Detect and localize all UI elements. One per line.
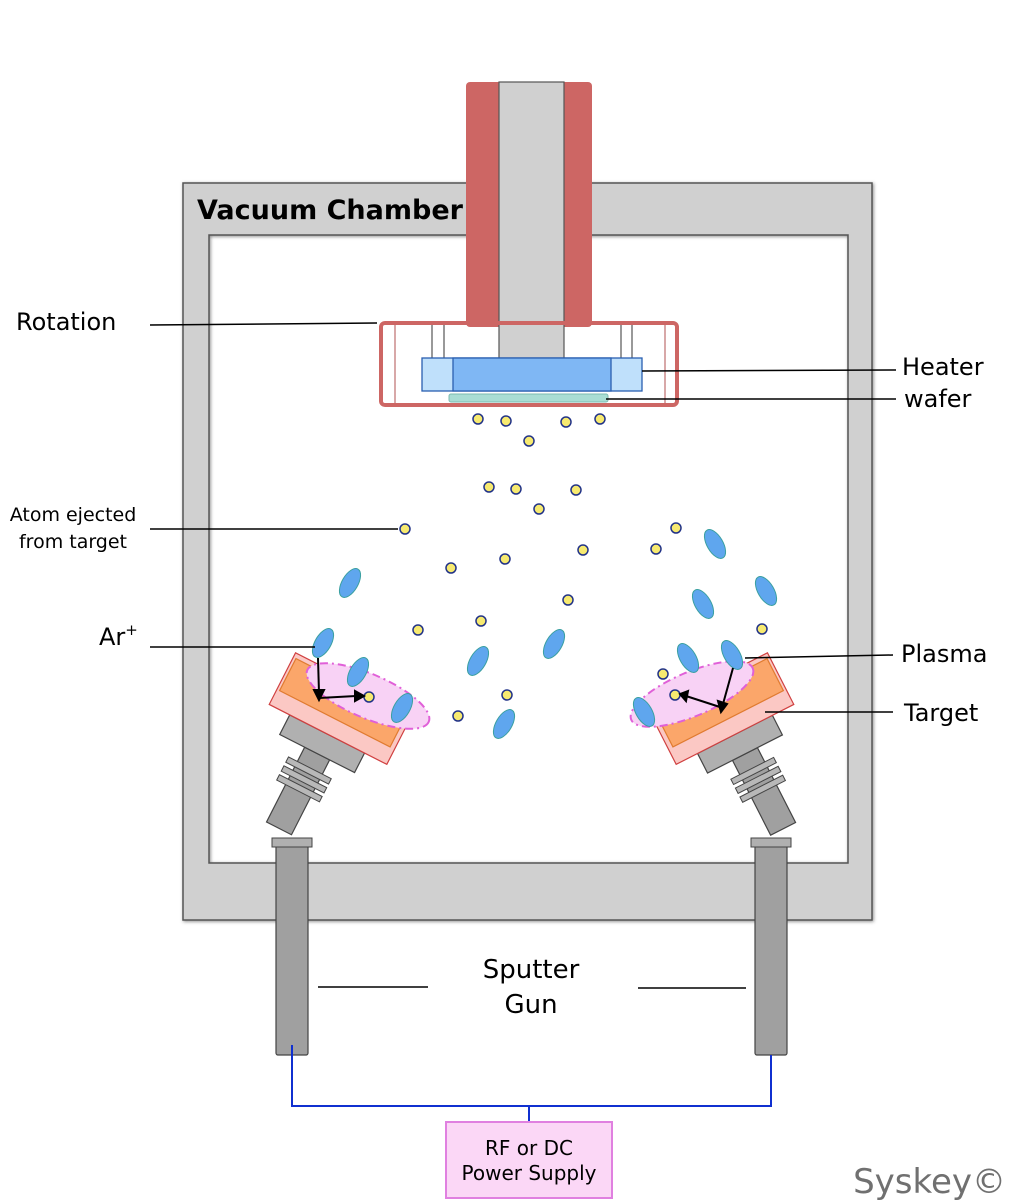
label-ar-text: Ar	[99, 623, 125, 651]
atom	[650, 543, 662, 555]
ar-ion	[691, 589, 715, 619]
ar-ion	[311, 628, 335, 658]
atom	[510, 483, 522, 495]
gun-collar-right	[750, 837, 792, 848]
rotation-holder	[379, 321, 679, 407]
label-sputter-line2: Gun	[504, 990, 557, 1020]
atom	[501, 689, 513, 701]
leader-lines	[149, 322, 897, 989]
shaft-inner	[498, 81, 565, 363]
atom	[499, 553, 511, 565]
chamber-title: Vacuum Chamber	[197, 195, 464, 226]
gun-ring	[280, 765, 328, 794]
power-supply-box	[445, 1121, 613, 1199]
gun-ring	[734, 765, 782, 795]
gun-barrel-left	[275, 842, 309, 1056]
plasma-right	[629, 660, 755, 728]
power-wiring	[291, 1045, 772, 1122]
atom	[483, 481, 495, 493]
arrow-ion-to-target-left	[317, 657, 320, 694]
collision-arrows	[312, 657, 734, 715]
atom	[594, 413, 606, 425]
chamber-wall	[182, 182, 873, 921]
arrow-head	[678, 689, 690, 704]
argon-ions	[311, 529, 778, 739]
rotation-shaft	[379, 81, 679, 407]
ar-ion	[632, 697, 656, 727]
atom	[523, 435, 535, 447]
atom	[363, 691, 375, 703]
atom	[657, 668, 669, 680]
label-wafer: wafer	[904, 385, 972, 413]
wafer	[448, 393, 609, 403]
atom	[669, 689, 681, 701]
atom	[452, 710, 464, 722]
atom	[533, 503, 545, 515]
ar-ion	[754, 576, 778, 606]
power-supply-line1: RF or DC	[485, 1136, 573, 1160]
leader-plasma	[744, 654, 894, 659]
leader-heater	[641, 369, 897, 372]
atom	[577, 544, 589, 556]
gun-ring	[730, 756, 778, 786]
atom	[472, 413, 484, 425]
watermark: Syskey©	[853, 1162, 1006, 1200]
arrow-head	[354, 689, 367, 703]
ar-ion	[720, 640, 744, 670]
gun-ring	[739, 774, 787, 803]
ejected-atoms	[363, 413, 768, 722]
ar-ion	[703, 529, 727, 559]
leader-rotation	[149, 322, 378, 326]
ar-ion	[390, 693, 414, 723]
atom	[560, 416, 572, 428]
power-supply-line2: Power Supply	[462, 1161, 597, 1185]
ar-ion	[492, 709, 516, 739]
power-supply: RF or DC Power Supply	[445, 1121, 613, 1199]
heater	[452, 357, 612, 392]
atom	[500, 415, 512, 427]
ar-ion	[346, 657, 370, 687]
label-plasma: Plasma	[901, 640, 987, 668]
gun-ring	[285, 756, 332, 785]
gun-ring	[276, 774, 323, 803]
label-ar-charge: +	[125, 621, 138, 639]
atom	[562, 594, 574, 606]
atom	[570, 484, 582, 496]
atom	[475, 615, 487, 627]
atom	[445, 562, 457, 574]
ar-ion	[338, 568, 362, 598]
gun-barrel-right	[754, 842, 788, 1056]
arrow-head	[312, 689, 326, 703]
vacuum-chamber: Vacuum Chamber	[182, 182, 873, 921]
atom	[412, 624, 424, 636]
label-ar-ion: Ar+	[99, 621, 138, 651]
arrow-ejection-right	[685, 695, 724, 709]
ar-ion	[466, 646, 490, 676]
atom	[756, 623, 768, 635]
wire-loop	[291, 1045, 772, 1107]
arrow-ion-to-target-right	[722, 667, 734, 705]
atom	[399, 523, 411, 535]
label-sputter-line1: Sputter	[483, 955, 580, 985]
labels: Rotation Heater wafer Atom ejected from …	[10, 308, 988, 1020]
arrow-ejection-left	[318, 695, 357, 699]
label-atom-line1: Atom ejected	[10, 504, 137, 526]
label-heater: Heater	[902, 353, 984, 381]
label-atom-line2: from target	[19, 531, 127, 553]
heater-assembly	[421, 357, 643, 403]
atom	[670, 522, 682, 534]
ar-ion	[676, 643, 700, 673]
gun-collar-left	[271, 837, 313, 848]
ar-ion	[542, 629, 566, 659]
label-target: Target	[903, 699, 978, 727]
label-rotation: Rotation	[16, 308, 116, 336]
